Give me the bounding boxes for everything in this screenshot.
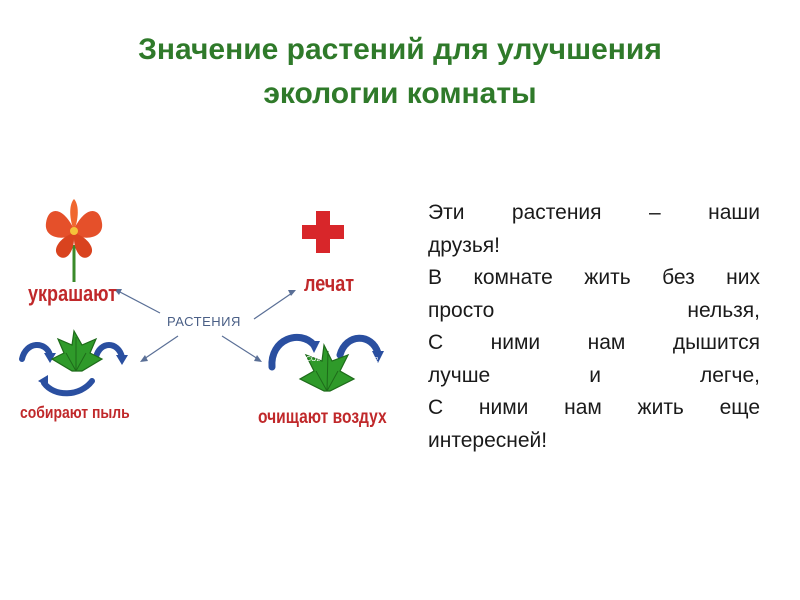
label-center: РАСТЕНИЯ bbox=[167, 314, 241, 329]
poem-line-2: друзья! bbox=[428, 233, 500, 257]
red-cross-icon bbox=[302, 211, 344, 253]
label-heal: лечат bbox=[304, 271, 355, 296]
label-co2: CO2 bbox=[306, 356, 321, 363]
flower-icon bbox=[45, 199, 103, 282]
label-air: очищают воздух bbox=[258, 407, 387, 428]
cycle-arrowheads bbox=[308, 341, 384, 363]
poem-line-8: интересней! bbox=[428, 428, 548, 452]
plant-icon bbox=[298, 342, 356, 392]
diagram-graphics bbox=[19, 199, 384, 397]
poem-line-7: С ними нам жить еще bbox=[428, 396, 760, 419]
poem-text: Эти растения – наши друзья! В комнате жи… bbox=[428, 197, 760, 457]
title-line-2: экологии комнаты bbox=[263, 77, 537, 110]
plant-icon bbox=[50, 329, 104, 372]
poem-line-6: лучше и легче, bbox=[428, 363, 760, 387]
title-line-1: Значение растений для улучшения bbox=[138, 33, 662, 66]
poem-line-5: С ними нам дышится bbox=[428, 331, 760, 354]
poem-line-1: Эти растения – наши bbox=[428, 201, 760, 224]
poem-line-3: В комнате жить без них bbox=[428, 266, 760, 289]
label-o2: O2 bbox=[369, 357, 379, 364]
cycle-arrowheads bbox=[38, 353, 128, 387]
page-title: Значение растений для улучшения экологии… bbox=[0, 28, 800, 116]
label-dust: собирают пыль bbox=[20, 403, 130, 422]
poem-line-4: просто нельзя, bbox=[428, 298, 760, 322]
label-decorate: украшают bbox=[28, 281, 117, 306]
plants-diagram: украшают лечат РАСТЕНИЯ собирают пыль оч… bbox=[0, 185, 400, 455]
connector-arrows bbox=[114, 289, 296, 362]
